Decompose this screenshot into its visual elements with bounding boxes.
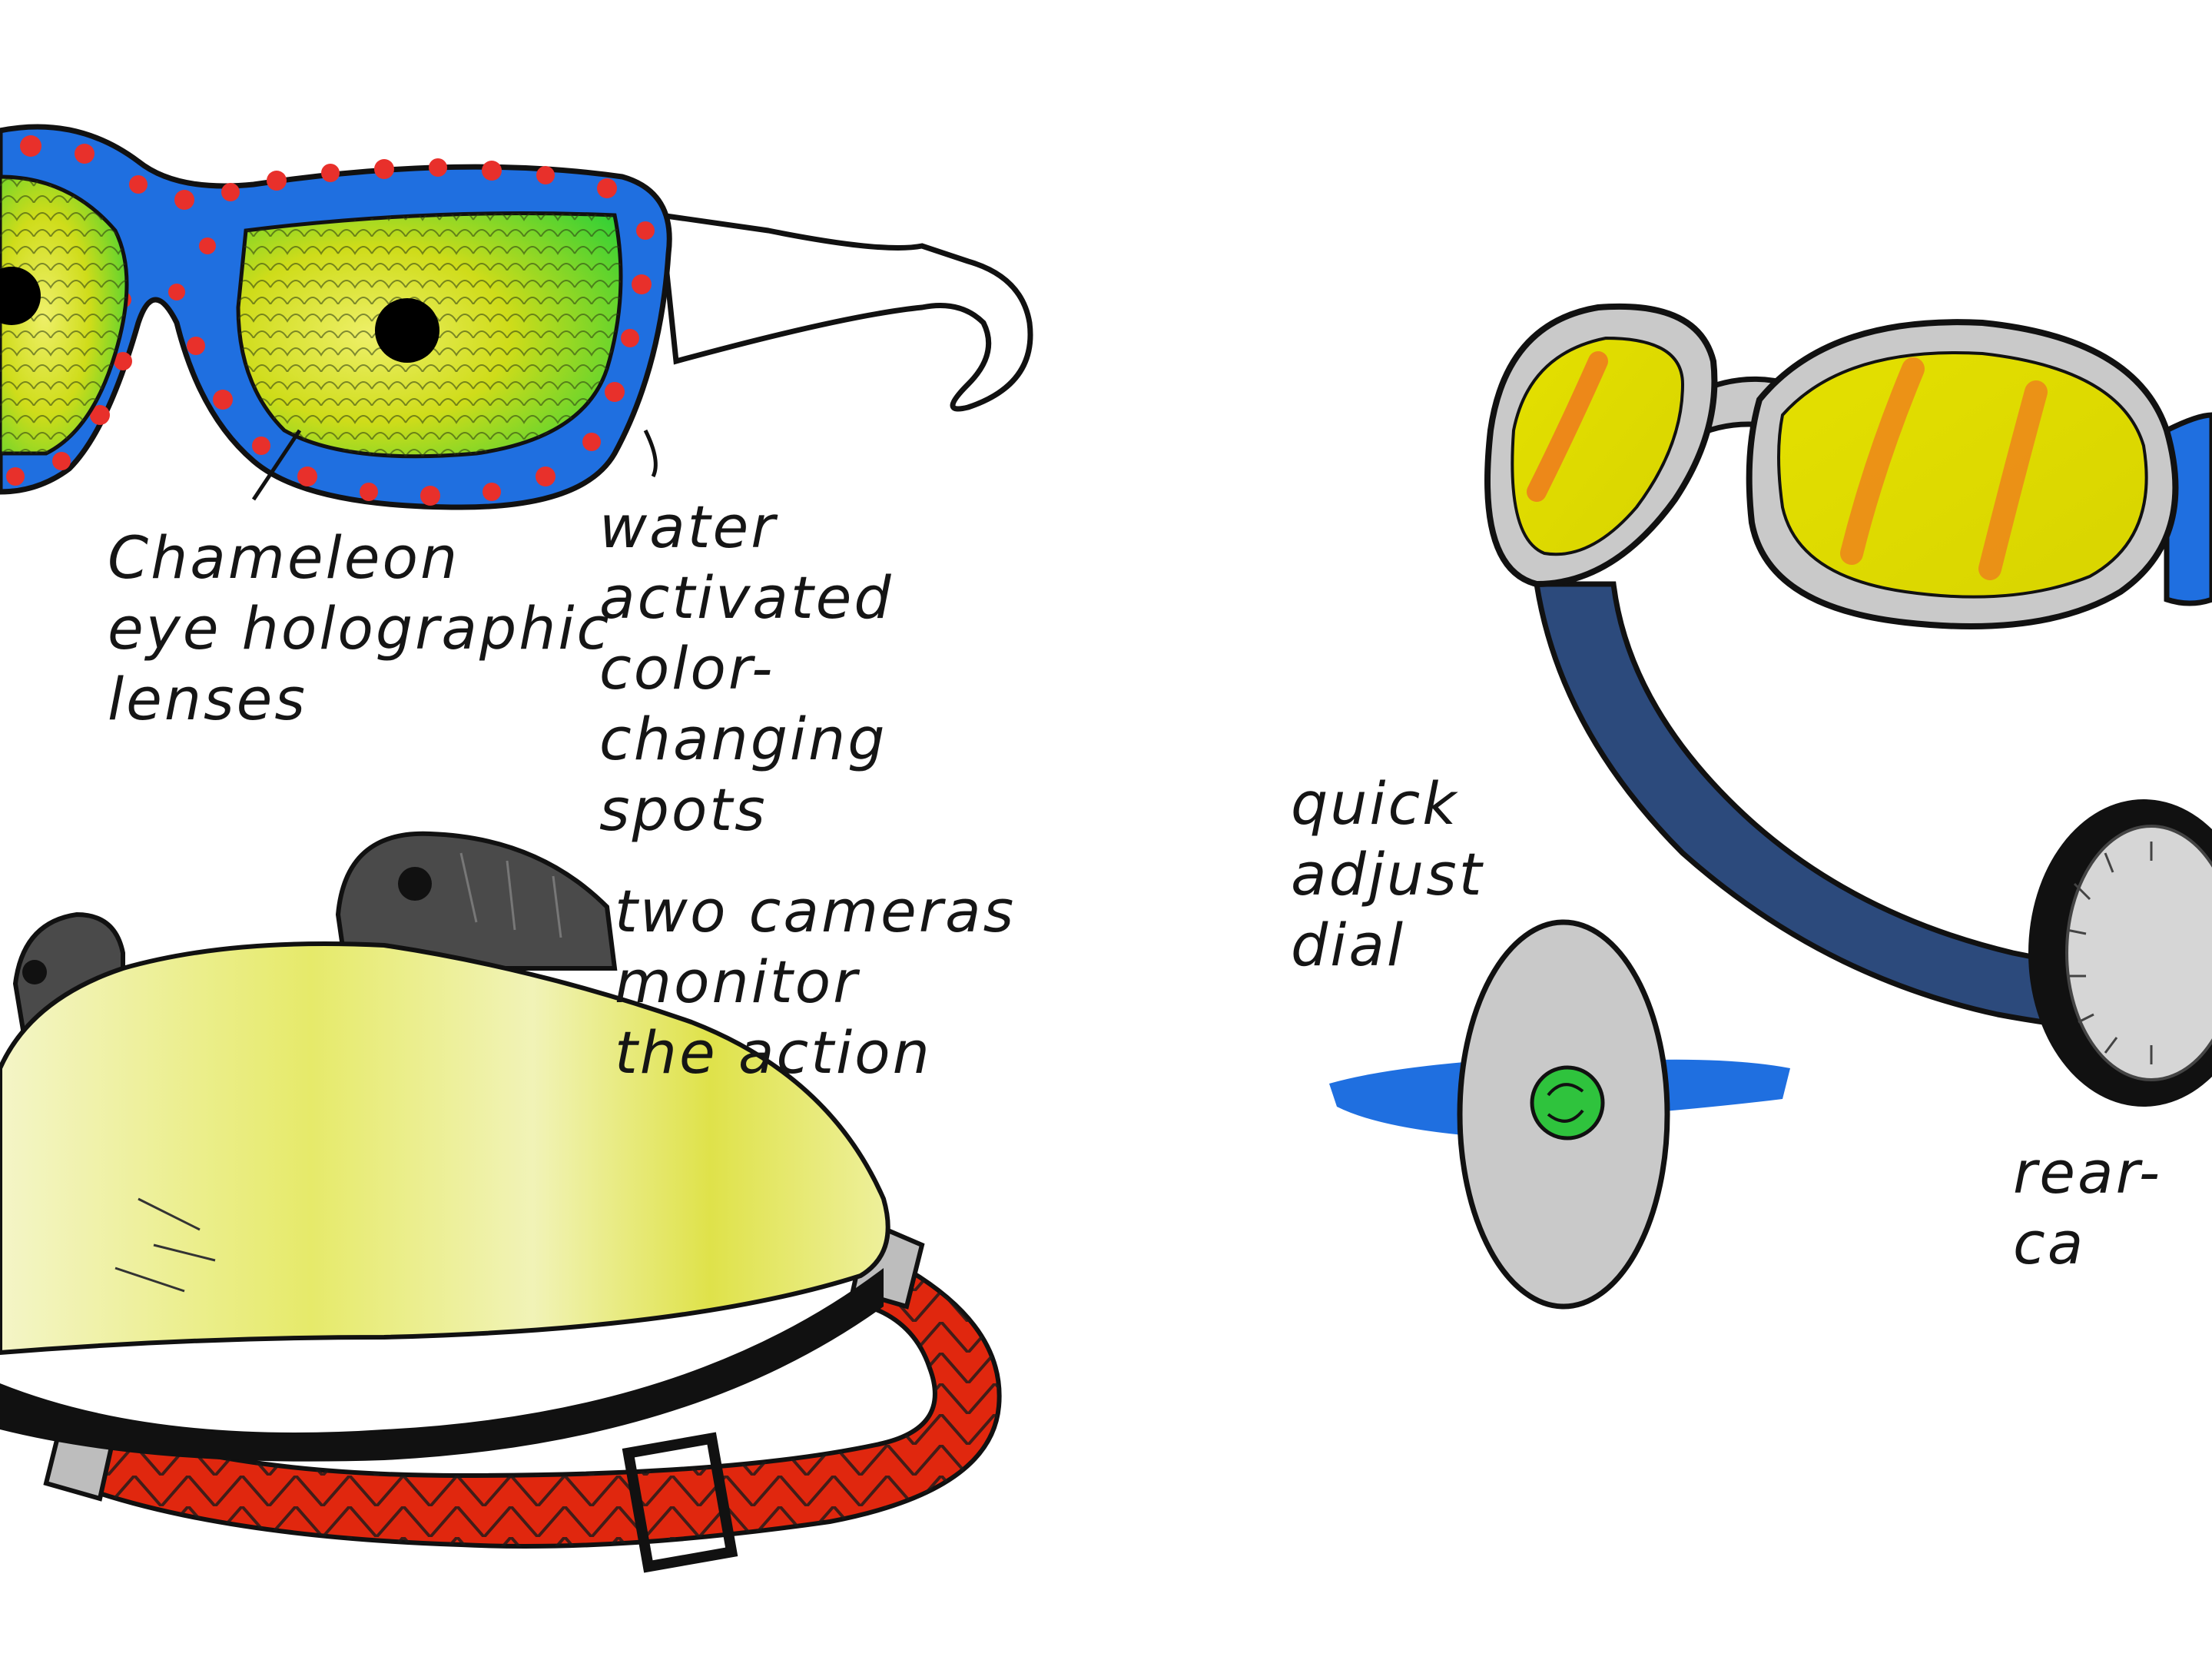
camera-icon [335,831,618,971]
right-pupil [375,298,439,363]
annotation-quick-dial: quick adjust dial [1291,769,1484,979]
sunglasses-temple-arm [658,211,1033,412]
visor-lens [0,941,890,1356]
annotation-chameleon-lenses: Chameleon eye holographic lenses [108,523,612,733]
strap-buckle [622,1432,738,1573]
right-goggle-eyecup [1746,319,2179,629]
left-pupil [0,267,41,325]
annotation-two-cameras: two cameras monitor the action [615,877,1016,1087]
chameleon-sunglasses [0,124,1033,510]
rear-camera-icon [2028,799,2212,1107]
camera-visor [0,831,1002,1573]
annotation-water-spots: water activated color-changing spots [599,493,894,844]
left-goggle-eyecup [1484,303,1718,588]
color-changing-spots [6,135,655,506]
annotation-rear-camera: rear- ca [2013,1138,2163,1277]
dial-knob-icon [1530,1065,1605,1140]
quick-adjust-dial [1329,919,1790,1310]
swim-goggles [1484,303,2212,1107]
